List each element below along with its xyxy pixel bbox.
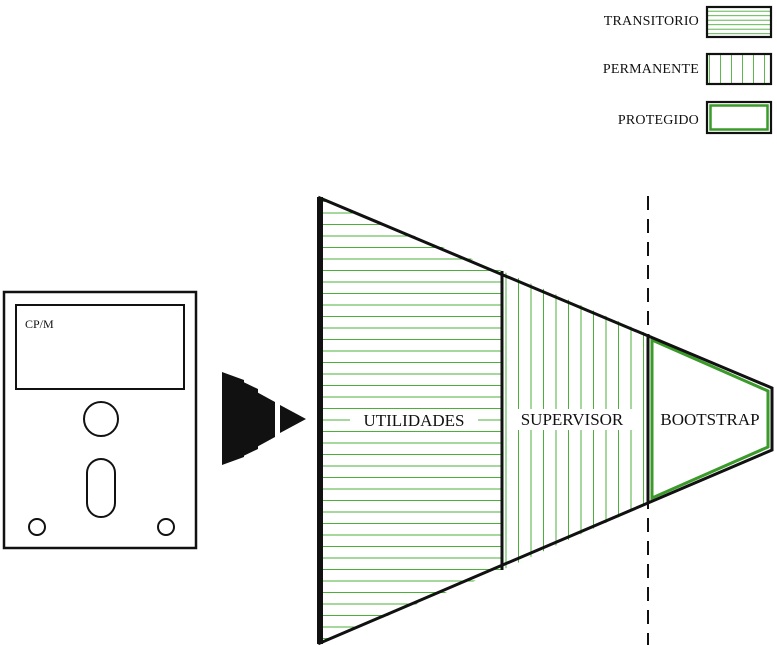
legend-label-protegido: PROTEGIDO — [618, 113, 699, 128]
legend-swatch-horizontal-hatch — [707, 7, 771, 37]
memory-map: UTILIDADES SUPERVISOR BOOTSTRAP — [320, 196, 772, 645]
legend-swatch-vertical-hatch — [707, 54, 771, 84]
label-bootstrap: BOOTSTRAP — [660, 410, 759, 429]
arrow-wedge-4 — [280, 405, 306, 433]
legend-item-protegido: PROTEGIDO — [618, 102, 771, 133]
legend-label-transitorio: TRANSITORIO — [604, 14, 699, 29]
load-arrow-icon — [222, 372, 306, 465]
floppy-disk-label: CP/M — [25, 317, 54, 331]
floppy-disk-hub-hole — [84, 402, 118, 436]
floppy-disk-index-hole-left — [29, 519, 45, 535]
floppy-disk-index-hole-right — [158, 519, 174, 535]
label-utilidades: UTILIDADES — [363, 411, 464, 430]
floppy-disk-icon: CP/M — [4, 292, 196, 548]
legend-item-permanente: PERMANENTE — [603, 54, 771, 84]
arrow-wedge-3 — [253, 390, 275, 449]
label-supervisor: SUPERVISOR — [521, 410, 624, 429]
floppy-disk-head-slot — [87, 459, 115, 517]
legend: TRANSITORIO PERMANENTE PROTEGIDO — [603, 7, 771, 133]
legend-item-transitorio: TRANSITORIO — [604, 7, 771, 37]
legend-label-permanente: PERMANENTE — [603, 62, 699, 77]
